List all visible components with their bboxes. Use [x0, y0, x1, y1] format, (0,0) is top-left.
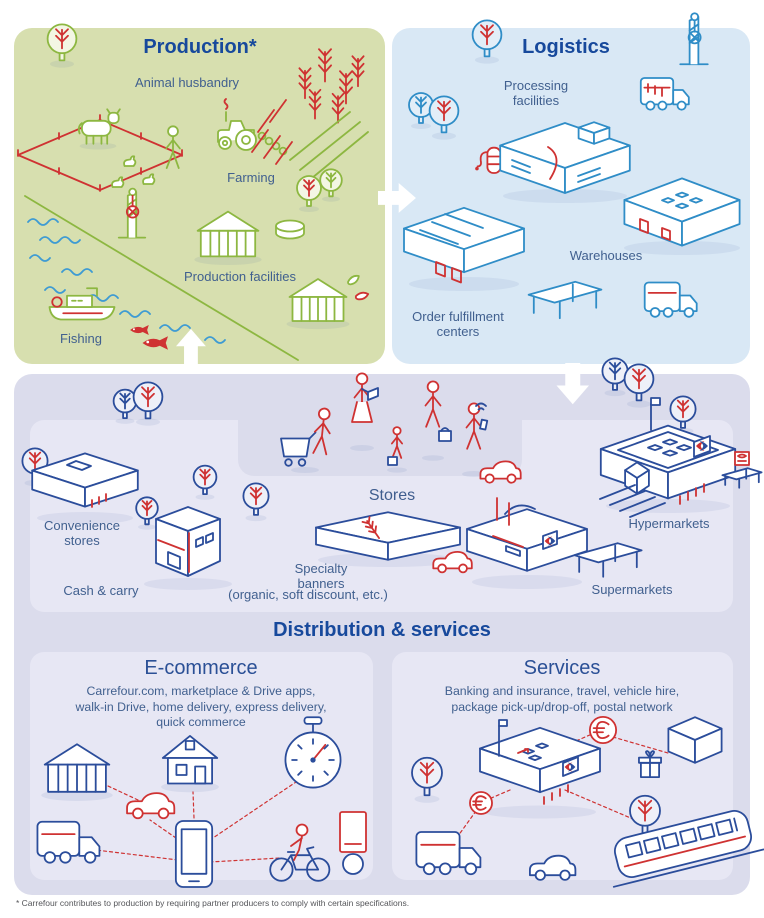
label-specialty-banners: Specialty banners: [294, 561, 348, 591]
ecommerce-title: E-commerce: [144, 657, 258, 679]
shoppers-area: [238, 420, 522, 476]
label-cash-and-carry: Cash & carry: [63, 583, 139, 598]
label-convenience-stores: Convenience stores: [44, 518, 120, 548]
label-supermarkets: Supermarkets: [591, 582, 673, 597]
label-specialty-detail: (organic, soft discount, etc.): [228, 587, 388, 602]
label-fishing: Fishing: [60, 331, 102, 346]
label-farming: Farming: [227, 170, 275, 185]
label-animal-husbandry: Animal husbandry: [134, 75, 240, 90]
production-title: Production*: [143, 36, 257, 58]
ecommerce-description: Carrefour.com, marketplace & Drive apps,…: [31, 684, 371, 731]
stores-title: Stores: [368, 487, 416, 504]
services-title: Services: [523, 657, 601, 679]
logistics-title: Logistics: [522, 36, 610, 58]
label-production-facilities: Production facilities: [184, 269, 296, 284]
ecommerce-description-line2: walk-in Drive, home delivery, express de…: [75, 699, 327, 714]
ecommerce-description-line1: Carrefour.com, marketplace & Drive apps,: [86, 684, 316, 698]
label-order-fulfillment: Order fulfillment centers: [412, 309, 504, 339]
distribution-title: Distribution & services: [273, 619, 491, 641]
services-description-line1: Banking and insurance, travel, vehicle h…: [444, 684, 680, 698]
label-warehouses: Warehouses: [569, 248, 643, 263]
ecommerce-description-line3: quick commerce: [156, 715, 246, 730]
label-processing-facilities: Processing facilities: [503, 78, 569, 108]
label-hypermarkets: Hypermarkets: [628, 516, 710, 531]
services-description-line2: package pick-up/drop-off, postal network: [451, 699, 673, 714]
services-description: Banking and insurance, travel, vehicle h…: [397, 684, 727, 715]
footnote: * Carrefour contributes to production by…: [16, 898, 410, 908]
